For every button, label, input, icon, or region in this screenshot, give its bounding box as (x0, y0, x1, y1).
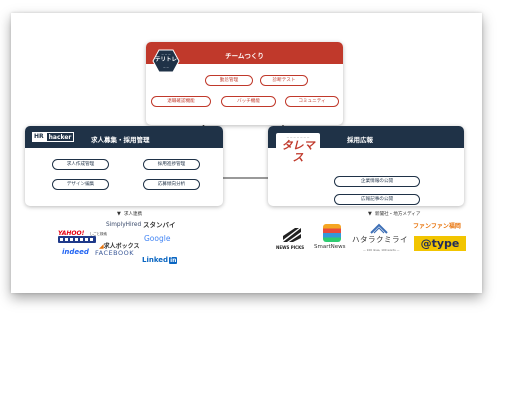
taremas-logo: ー ー ー ー ー ー ー タレマス (276, 133, 320, 164)
kyujin-box-logo-text: 求人ボックス (103, 243, 140, 250)
recruitment-management-card: HR hacker 求人募集・採用管理 求人作成管理 採用進捗管理 デザイン編集… (25, 126, 223, 206)
hatarakumirai-sub: — 100 lines, 100 words — (363, 248, 400, 252)
teritore-logo-small-top: ー ー ー (161, 53, 171, 56)
item-resignation-check: 退職確認機能 (151, 96, 211, 107)
team-building-card: テリトレ ー ー ー ー ー チームつくり 勤怠管理 診断テスト 退職確認機能 … (146, 42, 343, 125)
linkedin-logo-text: Linked (142, 256, 169, 264)
google-logo: Google (144, 234, 171, 243)
smartnews-icon (323, 224, 341, 242)
taremas-logo-text: タレマス (281, 139, 315, 164)
hrhacker-logo: HR hacker (32, 132, 75, 142)
newspicks-icon (283, 228, 301, 242)
teritore-logo-text: テリトレ (154, 57, 177, 63)
stanby-logo: スタンバイ (143, 221, 176, 229)
tenshoku-logo-stripes (60, 238, 94, 241)
recruitment-pr-title: 採用広報 (347, 136, 373, 144)
item-attendance: 勤怠管理 (205, 75, 253, 86)
diagram-sheet: テリトレ ー ー ー ー ー チームつくり 勤怠管理 診断テスト 退職確認機能 … (11, 13, 482, 293)
facebook-logo: FACEBOOK (95, 249, 134, 257)
tenshoku-logo (58, 236, 96, 243)
item-diagnostic-test: 診断テスト (260, 75, 308, 86)
smartnews-logo: SmartNews (314, 244, 346, 250)
taremas-logo-small: ー ー ー ー ー ー ー (286, 136, 310, 139)
teritore-logo-small-bottom: ー ー (163, 66, 169, 69)
item-community: コミュニティ (285, 96, 339, 107)
item-company-info: 企業情報の公開 (334, 176, 420, 187)
yahoo-logo-sub: しごと検索 (89, 232, 107, 236)
teritore-logo-badge (152, 49, 180, 73)
media-label-text: 新聞社・地方メディア (374, 212, 421, 217)
media-label: ▼新聞社・地方メディア (368, 211, 420, 217)
funfun-fukuoka-logo: ファンファン福岡 (413, 223, 461, 230)
hatarakumirai-logo: ハタラクミライ (352, 235, 408, 244)
job-integration-label: ▼求人連携 (117, 211, 142, 217)
item-hiring-progress: 採用進捗管理 (143, 159, 200, 170)
type-logo: @type (414, 236, 466, 251)
item-badge-feature: バッチ機能 (221, 96, 276, 107)
down-triangle-icon: ▼ (117, 211, 121, 217)
indeed-logo: indeed (62, 248, 89, 256)
recruitment-pr-header: ー ー ー ー ー ー ー タレマス 採用広報 (268, 126, 464, 164)
yahoo-logo-main: YAHOO! (58, 230, 85, 237)
down-triangle-icon: ▼ (368, 211, 372, 217)
linkedin-logo-in: in (169, 257, 178, 264)
job-integration-label-text: 求人連携 (123, 212, 143, 217)
simplyhired-logo: SimplyHired (106, 222, 142, 228)
hrhacker-logo-hr: HR (32, 132, 46, 142)
item-job-creation: 求人作成管理 (52, 159, 109, 170)
hrhacker-logo-hacker: hacker (45, 132, 75, 142)
kyujin-box-icon: ◢ (99, 243, 104, 250)
recruitment-management-header: HR hacker 求人募集・採用管理 (25, 126, 223, 148)
item-design-edit: デザイン編集 (52, 179, 109, 190)
yahoo-logo: YAHOO! しごと検索 (58, 222, 107, 238)
recruitment-pr-card: ー ー ー ー ー ー ー タレマス 採用広報 企業情報の公開 広報記事の公開 (268, 126, 464, 206)
hatarakumirai-icon (370, 223, 388, 234)
item-pr-articles: 広報記事の公開 (334, 194, 420, 205)
newspicks-logo: NEWS PICKS (276, 245, 305, 250)
team-building-title: チームつくり (225, 52, 264, 60)
recruitment-management-title: 求人募集・採用管理 (91, 136, 150, 144)
item-application-analysis: 応募傾向分析 (143, 179, 200, 190)
kyujin-box-logo: ◢求人ボックス (99, 235, 139, 251)
team-building-header: テリトレ ー ー ー ー ー チームつくり (146, 42, 343, 73)
